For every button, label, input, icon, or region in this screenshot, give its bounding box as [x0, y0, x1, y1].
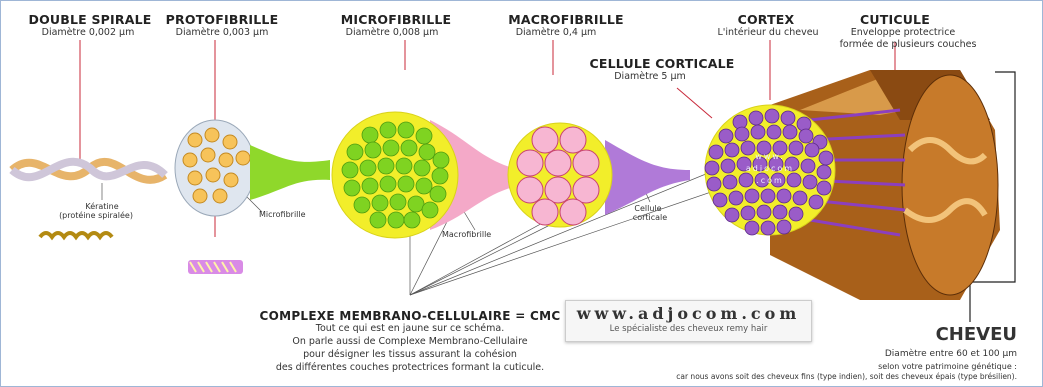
stage-title-microfibrille: MICROFIBRILLE — [341, 12, 452, 27]
leader-cellule — [677, 88, 712, 118]
double-spiral-strand — [12, 162, 165, 237]
cellule-corticale-title: CELLULE CORTICALE — [590, 56, 735, 71]
cellule-label: Cellule — [634, 204, 661, 213]
cellule-corticale-diameter: Diamètre 5 µm — [614, 71, 686, 82]
stage-diameter-macrofibrille: Diamètre 0,4 µm — [516, 27, 597, 38]
stage-title-cuticule: CUTICULE — [860, 12, 930, 27]
keratine-coil-icon — [40, 233, 112, 237]
stage-diameter-cuticule: Enveloppe protectrice — [851, 27, 956, 38]
keratine-sublabel: (protéine spiralée) — [59, 211, 133, 220]
watermark-line2: adjocom — [746, 164, 794, 173]
cheveu-line3: car nous avons soit des cheveux fins (ty… — [676, 372, 1017, 381]
keratine-label: Kératine — [85, 202, 118, 211]
stage-diameter2-cuticule: formée de plusieurs couches — [840, 39, 977, 50]
cheveu-title: CHEVEU — [936, 324, 1017, 345]
macrofibrille-disc — [508, 123, 690, 227]
protofibrille-cluster — [175, 120, 330, 274]
microfibrille-label: Microfibrille — [259, 210, 306, 219]
brand-tagline: Le spécialiste des cheveux remy hair — [566, 324, 811, 334]
stage-title-double-spirale: DOUBLE SPIRALE — [29, 12, 152, 27]
brand-box: www.adjocom.com Le spécialiste des cheve… — [565, 300, 812, 342]
stage-title-cortex: CORTEX — [738, 12, 795, 27]
stage-diameter-microfibrille: Diamètre 0,008 µm — [346, 27, 439, 38]
watermark-line1: www. — [755, 152, 784, 161]
cmc-title: COMPLEXE MEMBRANO-CELLULAIRE = CMC — [259, 309, 560, 323]
stage-diameter-cortex: L'intérieur du cheveu — [717, 27, 818, 38]
brand-url: www.adjocom.com — [566, 304, 811, 323]
stage-diameter-double-spirale: Diamètre 0,002 µm — [42, 27, 135, 38]
protofibrille-strand-icon — [188, 260, 243, 274]
cmc-line3: pour désigner les tissus assurant la coh… — [303, 349, 517, 362]
cheveu-line1: Diamètre entre 60 et 100 µm — [885, 349, 1017, 359]
cellule-sublabel: corticale — [633, 213, 667, 222]
stage-title-protofibrille: PROTOFIBRILLE — [166, 12, 279, 27]
microfibrille-disc — [332, 112, 520, 238]
cmc-line2: On parle aussi de Complexe Membrano-Cell… — [292, 336, 527, 349]
watermark-line3: .com — [756, 176, 784, 185]
cheveu-line2: selon votre patrimoine génétique : — [878, 362, 1017, 371]
stage-diameter-protofibrille: Diamètre 0,003 µm — [176, 27, 269, 38]
cmc-line1: Tout ce qui est en jaune sur ce schéma. — [316, 323, 504, 336]
stage-title-macrofibrille: MACROFIBRILLE — [508, 12, 624, 27]
macrofibrille-label: Macrofibrille — [442, 230, 491, 239]
cmc-line4: des différentes couches protectrices for… — [276, 362, 544, 375]
